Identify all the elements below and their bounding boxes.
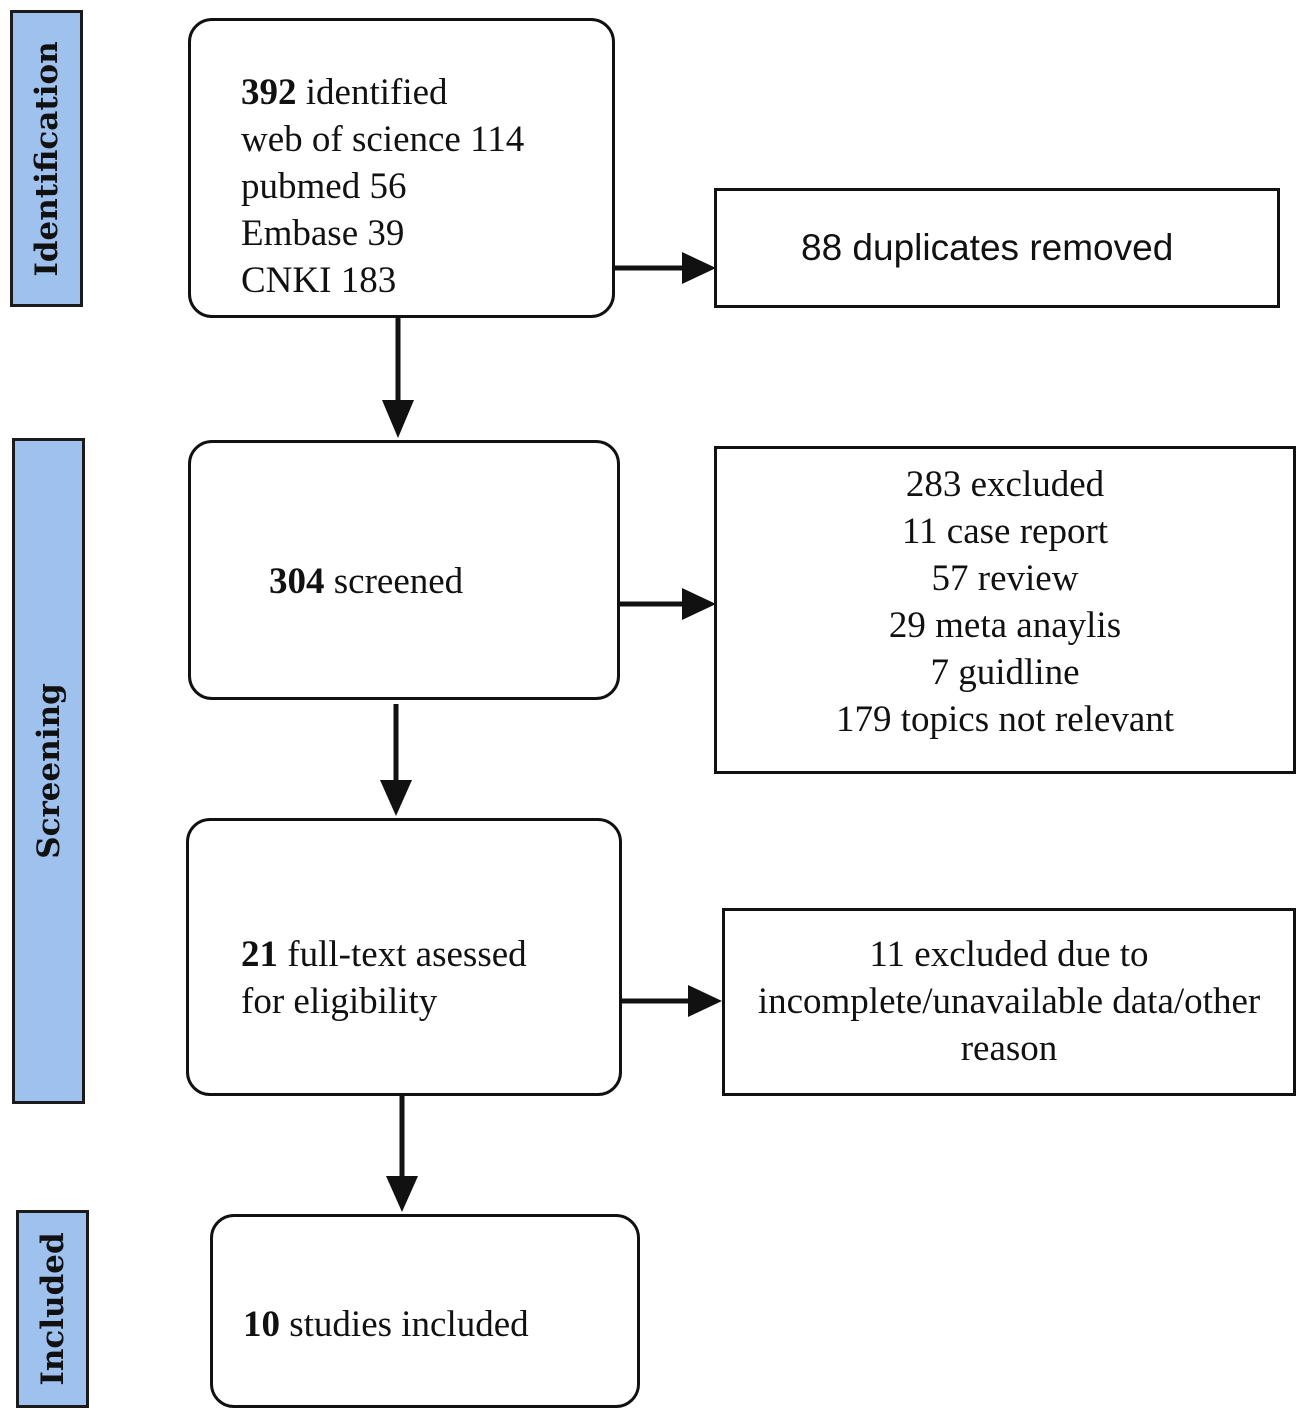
excluded-review: 57 review	[931, 558, 1079, 599]
excluded-total: 283 excluded	[905, 464, 1105, 505]
included-label: studies included	[280, 1304, 529, 1345]
excluded-guideline: 7 guidline	[930, 652, 1080, 693]
fulltext-label: full-text asessed	[278, 934, 527, 975]
excluded-screening-box: 283 excluded 11 case report 57 review 29…	[714, 446, 1296, 774]
included-box: 10 studies included	[210, 1214, 640, 1408]
screened-heading: 304 screened	[269, 558, 617, 605]
excluded-fulltext-line3: reason	[960, 1028, 1058, 1069]
source-web-of-science: web of science 114	[241, 119, 525, 160]
included-count: 10	[243, 1304, 280, 1345]
identified-heading: 392 identified	[241, 69, 612, 116]
duplicates-box: 88 duplicates removed	[714, 188, 1280, 308]
excluded-not-relevant: 179 topics not relevant	[835, 699, 1175, 740]
arrowhead-fulltext-to-excluded	[688, 985, 722, 1017]
duplicates-text: 88 duplicates removed	[801, 227, 1174, 268]
identified-label: identified	[296, 72, 448, 113]
fulltext-line2: for eligibility	[241, 981, 438, 1022]
screened-box: 304 screened	[188, 440, 620, 700]
arrowhead-fulltext-to-included	[386, 1176, 418, 1212]
identified-box: 392 identified web of science 114 pubmed…	[188, 18, 615, 318]
excluded-meta-analysis: 29 meta anaylis	[888, 605, 1122, 646]
excluded-fulltext-box: 11 excluded due to incomplete/unavailabl…	[722, 908, 1296, 1096]
screened-label: screened	[324, 561, 464, 602]
excluded-case-report: 11 case report	[901, 511, 1109, 552]
source-pubmed: pubmed 56	[241, 166, 407, 207]
identified-count: 392	[241, 72, 297, 113]
fulltext-box: 21 full-text asessed for eligibility	[186, 818, 622, 1096]
phase-screening: Screening	[12, 438, 85, 1104]
phase-included: Included	[16, 1210, 89, 1408]
excluded-fulltext-line2: incomplete/unavailable data/other	[757, 981, 1261, 1022]
included-heading: 10 studies included	[243, 1301, 637, 1348]
excluded-fulltext-line1: 11 excluded due to	[869, 934, 1149, 975]
source-cnki: CNKI 183	[241, 260, 397, 301]
arrowhead-identified-to-duplicates	[682, 252, 716, 284]
arrowhead-identified-to-screened	[382, 400, 414, 438]
fulltext-heading: 21 full-text asessed	[241, 931, 619, 978]
phase-identification: Identification	[10, 10, 83, 307]
fulltext-count: 21	[241, 934, 278, 975]
arrowhead-screened-to-excluded	[682, 588, 716, 620]
arrowhead-screened-to-fulltext	[380, 780, 412, 816]
source-embase: Embase 39	[241, 213, 405, 254]
screened-count: 304	[269, 561, 325, 602]
